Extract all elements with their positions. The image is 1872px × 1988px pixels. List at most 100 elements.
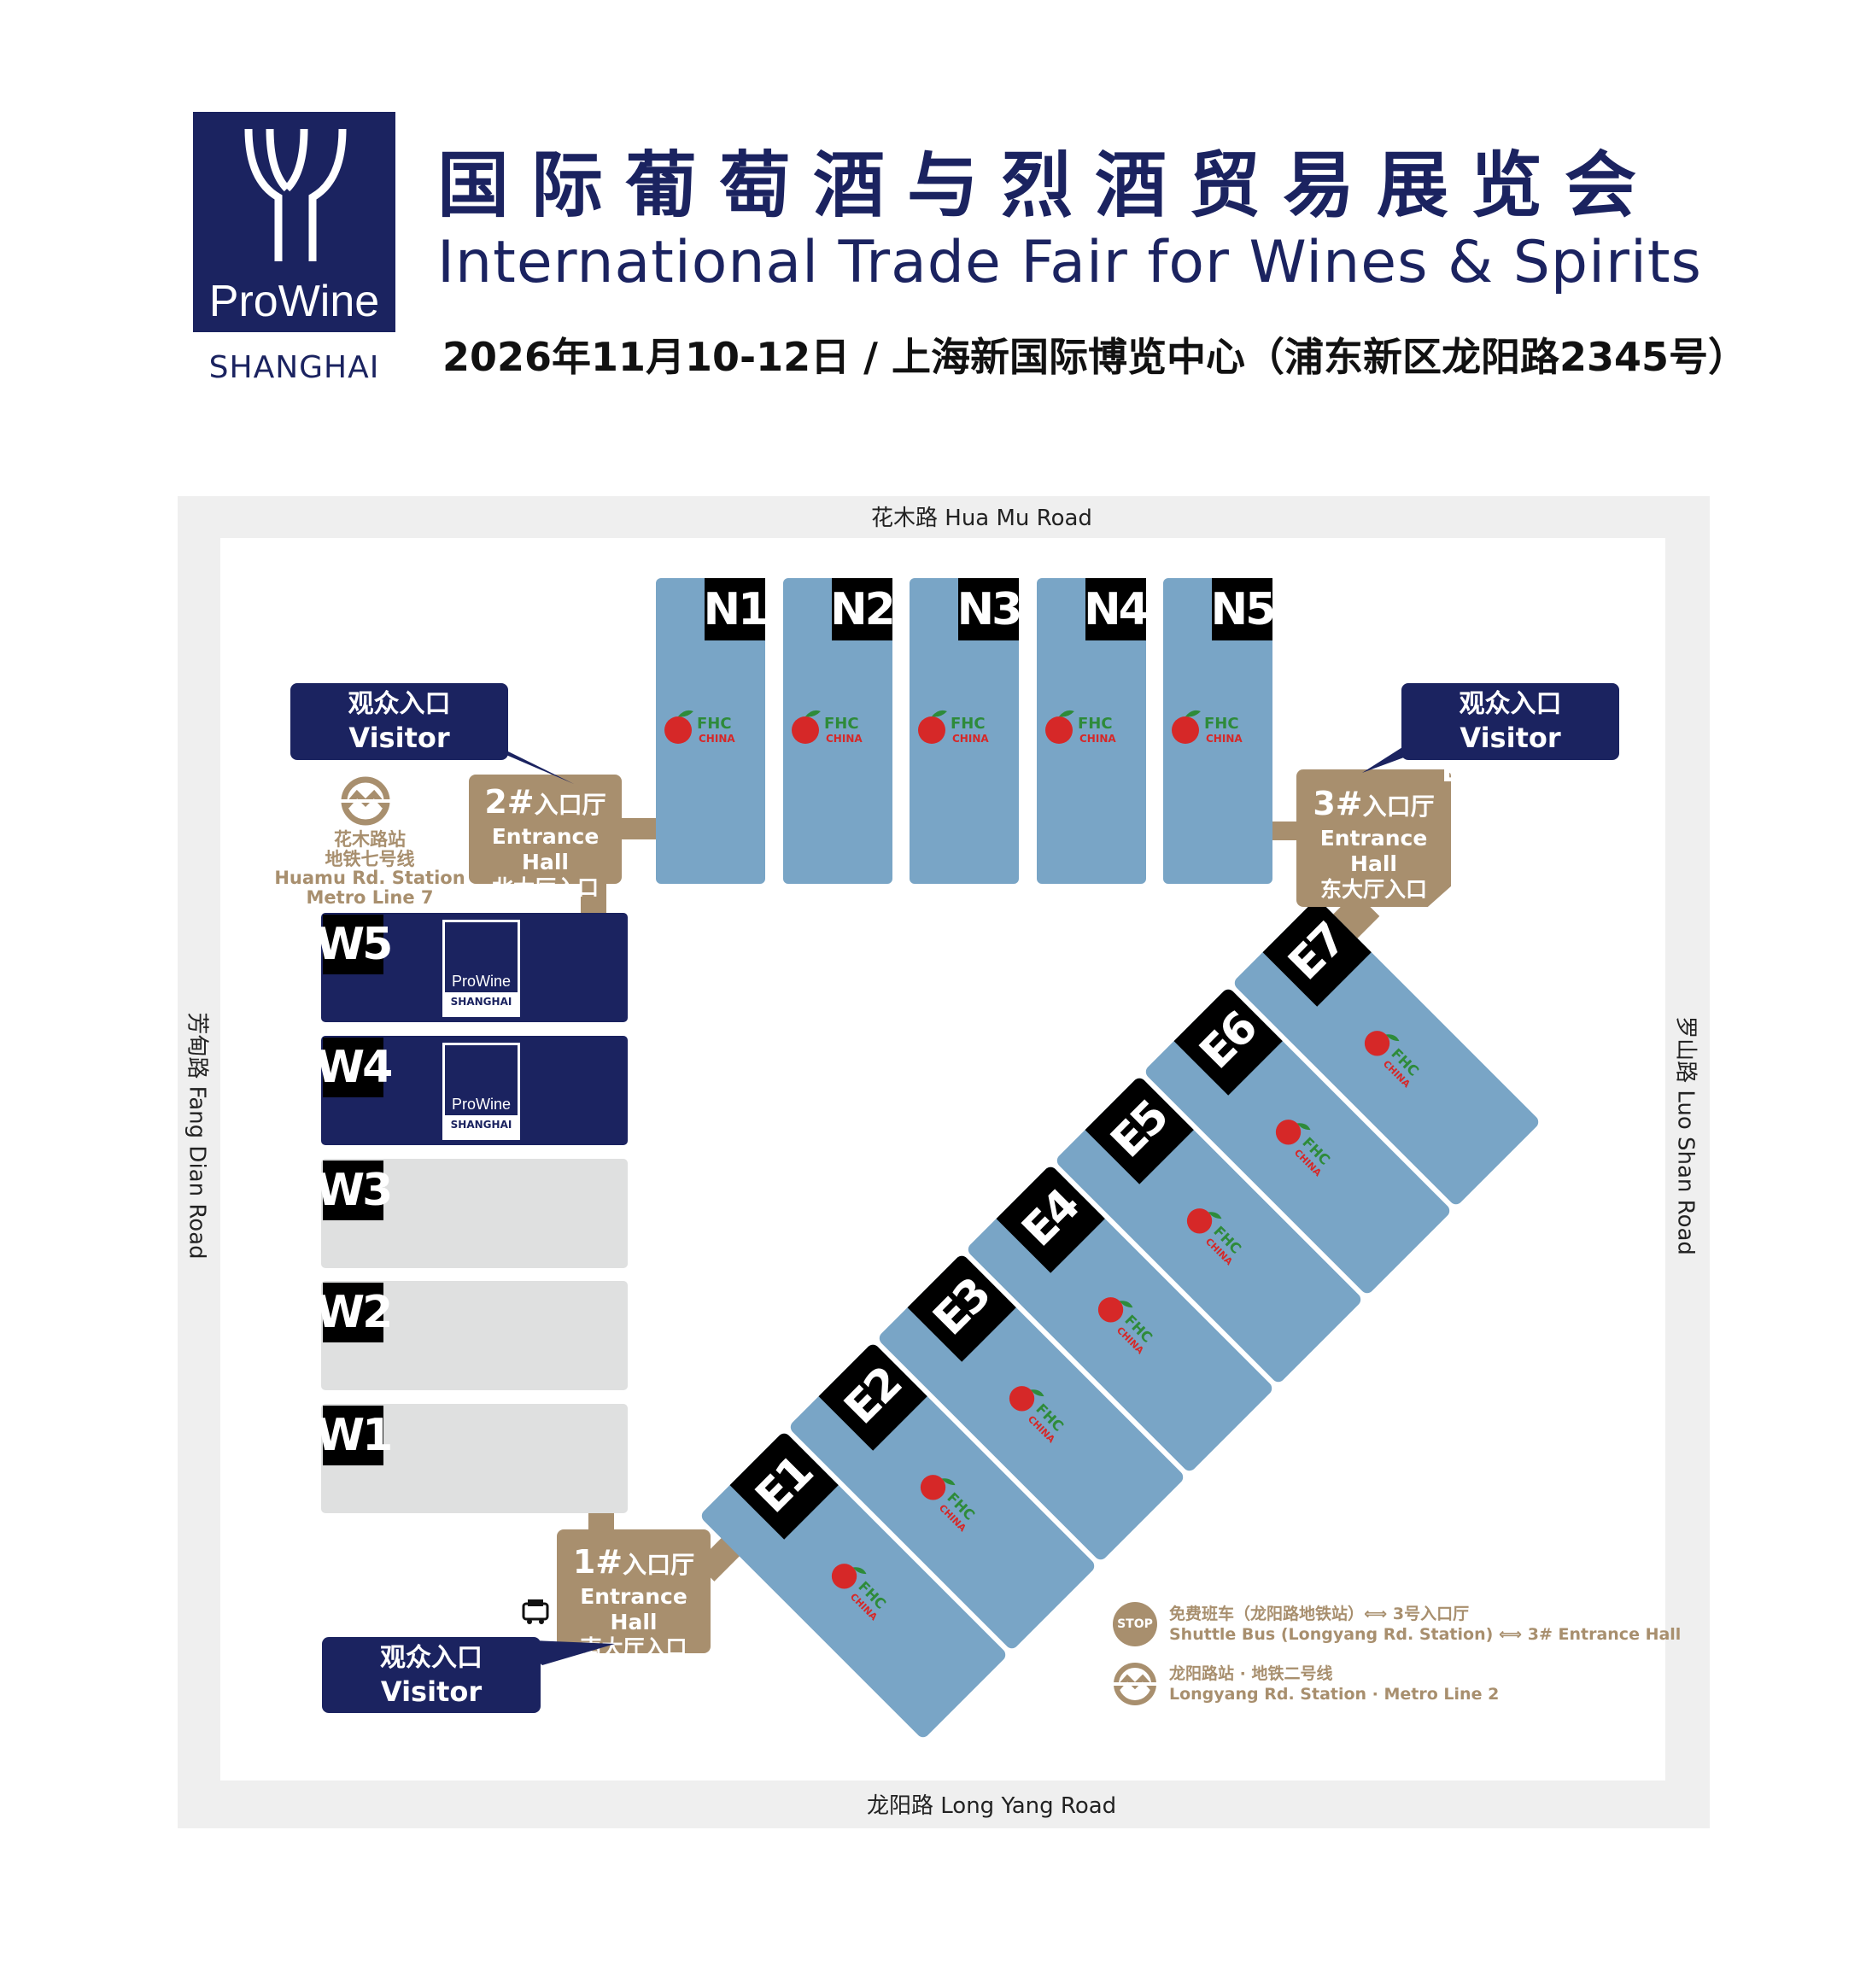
hall-en: Entrance Hall: [580, 1584, 687, 1634]
svg-text:FHC: FHC: [1078, 715, 1113, 733]
logo-city: SHANGHAI: [208, 350, 380, 385]
line-en: Metro Line 7: [306, 886, 434, 908]
station-cn: 花木路站: [334, 829, 406, 850]
hall-en: Entrance Hall: [491, 824, 600, 874]
hall-number: 3#: [1313, 785, 1363, 822]
stop-icon: STOP: [1113, 1602, 1157, 1646]
hall-label: W5: [316, 915, 393, 974]
ve-cn: 观众入口: [380, 1643, 483, 1673]
hall-label: W4: [316, 1038, 393, 1097]
svg-text:CHINA: CHINA: [1079, 733, 1116, 745]
entrance-hall-3[interactable]: 3#入口厅 Entrance Hall 东大厅入口: [1296, 769, 1451, 907]
metro-en: Longyang Rd. Station · Metro Line 2: [1169, 1685, 1500, 1704]
road-top: 花木路 Hua Mu Road: [871, 506, 1092, 531]
brand-city: SHANGHAI: [450, 996, 512, 1008]
ve-en: Visitor Entrance: [1442, 722, 1579, 788]
hall-label: W1: [316, 1406, 393, 1465]
svg-text:FHC: FHC: [824, 715, 859, 733]
connector: [1272, 822, 1298, 840]
entrance-hall-2[interactable]: 2#入口厅 Entrance Hall 北大厅入口: [469, 775, 622, 900]
svg-text:FHC: FHC: [1204, 715, 1239, 733]
ve-en: Visitor Entrance: [362, 1675, 500, 1742]
hall-w2[interactable]: W2: [316, 1281, 628, 1390]
road-bottom: 龙阳路 Long Yang Road: [867, 1793, 1117, 1819]
entrance-hall-1[interactable]: 1#入口厅 Entrance Hall 南大厅入口: [557, 1529, 711, 1660]
svg-text:CHINA: CHINA: [826, 733, 863, 745]
station-en: Huamu Rd. Station: [274, 868, 465, 888]
hall-label: N2: [830, 578, 896, 640]
connector: [588, 1511, 614, 1532]
brand-city: SHANGHAI: [450, 1119, 512, 1131]
hall-en: Entrance Hall: [1319, 826, 1428, 876]
hall-label: N5: [1211, 578, 1276, 640]
svg-text:CHINA: CHINA: [699, 733, 735, 745]
hall-w1[interactable]: W1: [316, 1404, 628, 1513]
bus-en: Shuttle Bus (Longyang Rd. Station) ⟺ 3# …: [1169, 1625, 1682, 1644]
svg-text:CHINA: CHINA: [1206, 733, 1243, 745]
wine-glasses-icon: [244, 129, 347, 261]
hall-cn: 入口厅: [1362, 792, 1435, 821]
hall-label: N4: [1084, 578, 1150, 640]
metro-icon: [340, 776, 391, 826]
ve-cn: 观众入口: [348, 689, 451, 719]
svg-text:CHINA: CHINA: [952, 733, 989, 745]
hall-sub: 北大厅入口: [491, 875, 599, 900]
ve-cn: 观众入口: [1459, 689, 1562, 719]
hall-cn: 入口厅: [534, 791, 606, 819]
hall-w3[interactable]: W3: [316, 1159, 628, 1268]
taxi-icon: [522, 1599, 549, 1624]
brand: ProWine: [451, 1096, 512, 1113]
hall-number: 1#: [572, 1543, 623, 1581]
connector: [620, 818, 658, 839]
hall-label: W2: [316, 1283, 393, 1342]
title-cn: 国际葡萄酒与烈酒贸易展览会: [437, 143, 1659, 227]
hall-label: W3: [316, 1161, 393, 1220]
title-en: International Trade Fair for Wines & Spi…: [437, 229, 1702, 296]
connector: [581, 882, 606, 915]
prowine-logo: ProWine: [193, 112, 395, 332]
svg-text:FHC: FHC: [697, 715, 732, 733]
hall-label: N1: [704, 578, 769, 640]
metro-cn: 龙阳路站 · 地铁二号线: [1169, 1664, 1333, 1683]
brand: ProWine: [451, 973, 512, 990]
svg-text:FHC: FHC: [951, 715, 986, 733]
line-cn: 地铁七号线: [325, 848, 415, 869]
date-venue: 2026年11月10-12日 / 上海新国际博览中心（浦东新区龙阳路2345号）: [442, 334, 1748, 380]
hall-cn: 入口厅: [623, 1551, 695, 1579]
legend-metro: 龙阳路站 · 地铁二号线 Longyang Rd. Station · Metro…: [1169, 1663, 1499, 1704]
metro-icon: [1112, 1663, 1158, 1705]
hall-label: N3: [957, 578, 1022, 640]
hall-sub: 东大厅入口: [1319, 877, 1427, 902]
hall-number: 2#: [484, 783, 535, 821]
ve-en: Visitor Entrance: [331, 722, 468, 788]
